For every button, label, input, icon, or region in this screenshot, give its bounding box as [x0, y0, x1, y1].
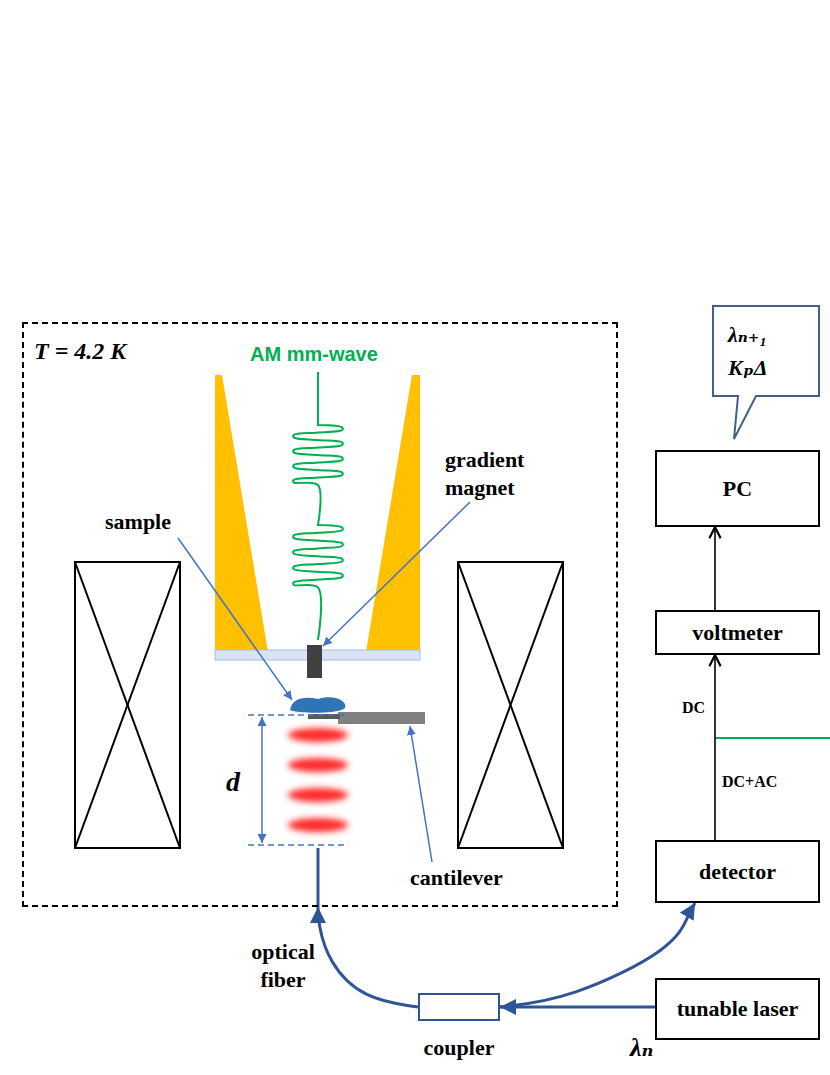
box-label: voltmeter: [692, 620, 782, 646]
interference-fringes: [288, 728, 348, 832]
signal-arrow: [714, 527, 716, 610]
fiber-end: [317, 848, 320, 907]
voltmeter-box: voltmeter: [655, 610, 820, 655]
part-label: gradient magnet: [445, 446, 555, 501]
cryostat-region: T = 4.2 K: [22, 322, 618, 907]
signal-label: DC: [682, 698, 705, 718]
coupler-box: coupler: [418, 993, 500, 1021]
wavelength-label: λₙ: [630, 1032, 653, 1065]
horn-wall: [215, 375, 268, 652]
leader-line: [178, 538, 292, 700]
leader-line: [410, 726, 432, 862]
horn-wall: [366, 375, 420, 652]
callout-bubble: λₙ₊₁KₚΔ: [712, 305, 820, 397]
wave-label: AM mm-wave: [250, 342, 378, 367]
dimension-line: [248, 844, 345, 846]
cantilever-bar: [338, 712, 425, 724]
box-label: PC: [723, 476, 752, 502]
detector-box: detector: [655, 840, 820, 903]
laser-box: tunable laser: [655, 978, 820, 1040]
magnet-coil: [75, 562, 180, 848]
pc-box: PC: [655, 450, 820, 527]
callout-outline: [713, 306, 819, 439]
part-label: sample: [105, 508, 171, 536]
box-label: tunable laser: [677, 996, 799, 1022]
gradient-magnet: [307, 645, 322, 678]
mm-wave: [293, 372, 342, 640]
signal-arrow: [714, 655, 716, 840]
part-label: optical fiber: [238, 938, 328, 993]
dimension-label: d: [226, 764, 240, 799]
box-label: detector: [699, 859, 776, 885]
feedback-formula: λₙ₊₁: [728, 318, 804, 351]
leader-line: [323, 502, 470, 646]
part-label: cantilever: [410, 864, 503, 892]
signal-label: DC+AC: [722, 772, 777, 792]
dimension-arrow: [261, 717, 263, 843]
ac-signal-line: [715, 737, 830, 739]
feedback-formula: KₚΔ: [728, 351, 804, 384]
dimension-line: [248, 714, 345, 716]
sample-blob: [290, 697, 345, 713]
optical-fiber: [318, 907, 418, 1007]
optical-fiber: [500, 1006, 655, 1009]
box-label: coupler: [424, 1035, 495, 1061]
magnet-coil: [458, 562, 563, 848]
callout-outline: [712, 305, 820, 397]
